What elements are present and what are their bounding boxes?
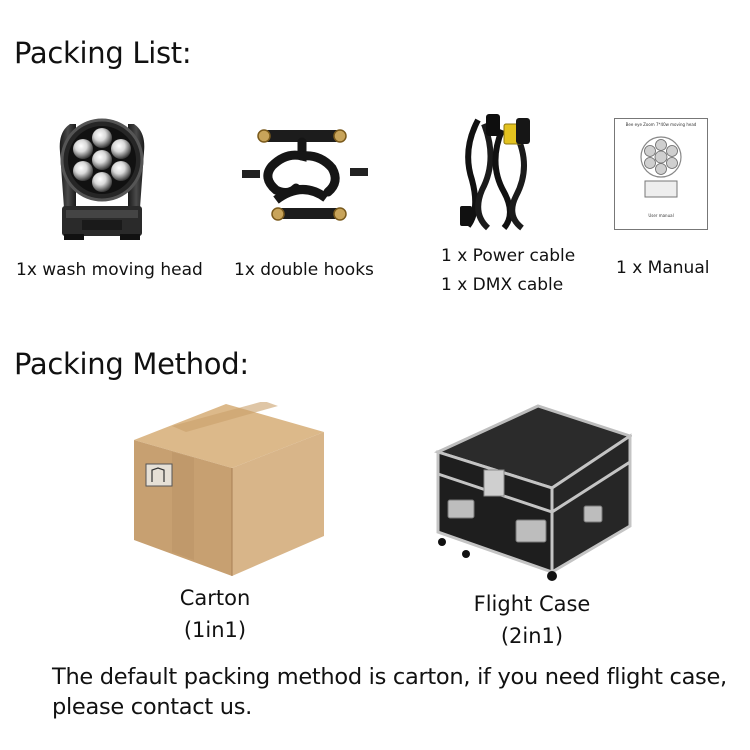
carton-qty: (1in1) xyxy=(183,618,247,642)
double-hooks-label: 1x double hooks xyxy=(234,260,374,280)
manual-header-text: Bee eye Zoom 7*40w moving head xyxy=(625,122,697,127)
manual-label: 1 x Manual xyxy=(616,258,710,278)
double-hooks-image xyxy=(236,122,376,228)
power-cable-label: 1 x Power cable xyxy=(441,246,576,266)
moving-head-label: 1x wash moving head xyxy=(16,260,203,280)
packing-list-title: Packing List: xyxy=(14,36,192,70)
moving-head-image xyxy=(52,112,152,244)
packing-method-title: Packing Method: xyxy=(14,347,249,381)
packing-note-line-1: The default packing method is carton, if… xyxy=(52,664,727,690)
carton-name: Carton xyxy=(179,586,251,610)
cables-image xyxy=(458,110,536,232)
carton-box-image xyxy=(132,402,326,580)
dmx-cable-label: 1 x DMX cable xyxy=(441,275,564,295)
manual-image: Bee eye Zoom 7*40w moving head User manu… xyxy=(614,118,708,230)
flight-case-qty: (2in1) xyxy=(500,624,564,648)
flight-case-image xyxy=(434,402,632,582)
manual-footer-text: User manual xyxy=(648,213,674,218)
packing-note-line-2: please contact us. xyxy=(52,694,252,720)
flight-case-name: Flight Case xyxy=(473,592,591,616)
